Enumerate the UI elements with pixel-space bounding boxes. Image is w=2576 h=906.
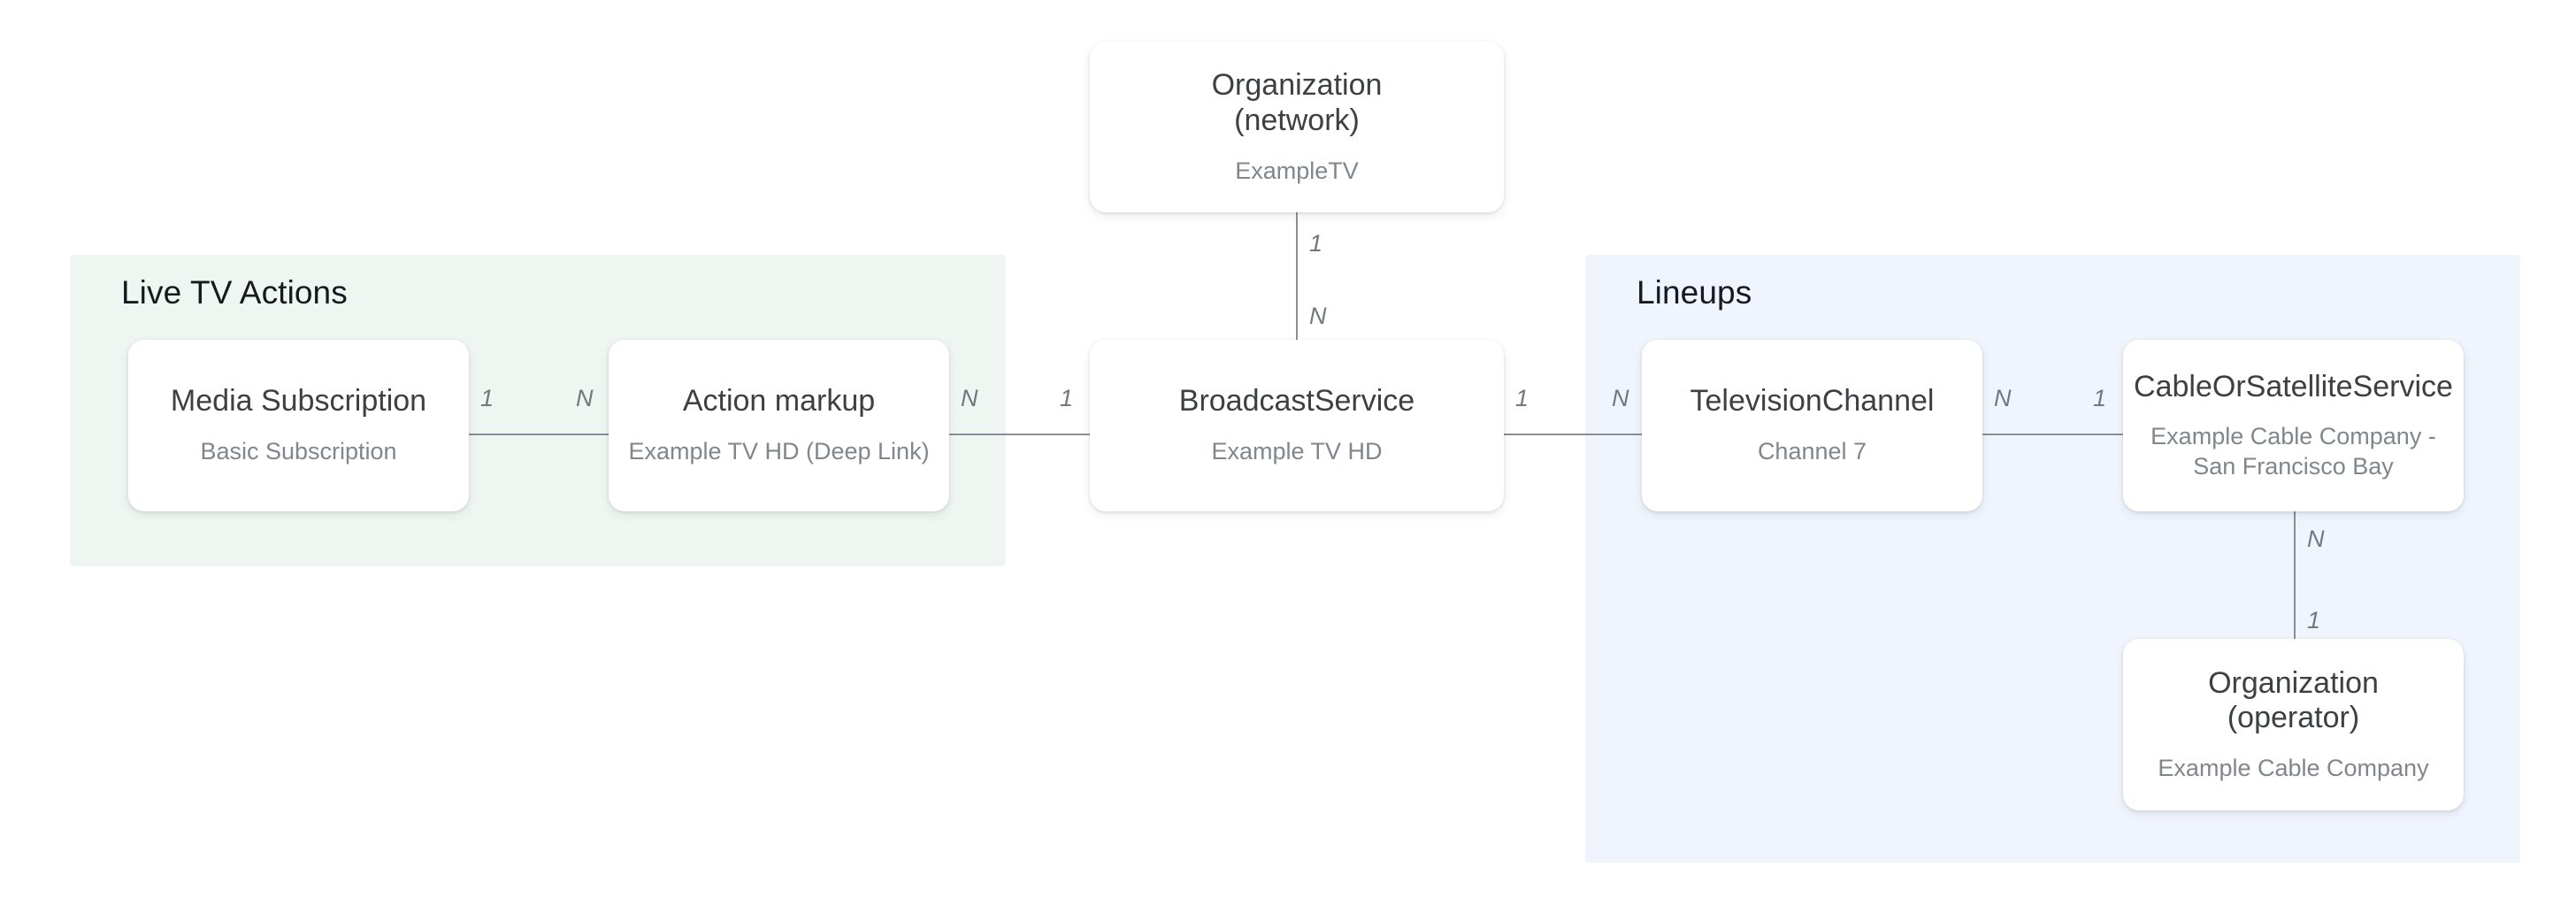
- cardinality-tv-channel-left: N: [1612, 385, 1629, 411]
- cardinality-broadcast-top: N: [1309, 303, 1327, 329]
- cardinality-broadcast-right: 1: [1515, 385, 1530, 411]
- node-broadcast-service-title: BroadcastService: [1178, 384, 1415, 418]
- panel-live-tv-actions-title: Live TV Actions: [121, 274, 348, 311]
- cardinality-org-network-bottom: 1: [1309, 230, 1323, 257]
- cardinality-tv-channel-right: N: [1994, 385, 2012, 411]
- node-broadcast-service[interactable]: BroadcastService Example TV HD: [1090, 340, 1504, 511]
- node-media-subscription-title: Media Subscription: [170, 384, 427, 418]
- cardinality-action-markup-right: N: [961, 385, 978, 411]
- edge-tv-channel-to-cable-sat: [1982, 434, 2123, 435]
- node-action-markup-subtitle: Example TV HD (Deep Link): [628, 438, 930, 465]
- cardinality-media-sub-right: 1: [480, 385, 494, 411]
- node-television-channel[interactable]: TelevisionChannel Channel 7: [1642, 340, 1982, 511]
- edge-broadcast-to-tv-channel: [1504, 434, 1642, 435]
- node-organization-network-title: Organization (network): [1211, 68, 1383, 137]
- edge-action-markup-to-broadcast: [949, 434, 1090, 435]
- node-cable-or-satellite-service-title: CableOrSatelliteService: [2134, 369, 2453, 403]
- node-television-channel-title: TelevisionChannel: [1690, 384, 1935, 418]
- node-organization-operator-subtitle: Example Cable Company: [2158, 755, 2429, 782]
- node-broadcast-service-subtitle: Example TV HD: [1211, 438, 1383, 465]
- node-media-subscription-subtitle: Basic Subscription: [200, 438, 397, 465]
- cardinality-org-operator-top: 1: [2307, 607, 2321, 633]
- node-television-channel-subtitle: Channel 7: [1757, 438, 1867, 465]
- node-cable-or-satellite-service-subtitle: Example Cable Company - San Francisco Ba…: [2150, 423, 2436, 480]
- cardinality-broadcast-left: 1: [1060, 385, 1074, 411]
- node-media-subscription[interactable]: Media Subscription Basic Subscription: [128, 340, 469, 511]
- node-organization-operator[interactable]: Organization (operator) Example Cable Co…: [2123, 639, 2464, 810]
- cardinality-action-markup-left: N: [576, 385, 594, 411]
- node-organization-operator-title: Organization (operator): [2208, 665, 2379, 735]
- panel-lineups-title: Lineups: [1637, 274, 1752, 311]
- edge-media-sub-to-action-markup: [469, 434, 609, 435]
- cardinality-cable-sat-bottom: N: [2307, 526, 2325, 552]
- node-organization-network[interactable]: Organization (network) ExampleTV: [1090, 42, 1504, 212]
- cardinality-cable-sat-left: 1: [2093, 385, 2107, 411]
- node-organization-network-subtitle: ExampleTV: [1235, 157, 1359, 184]
- edge-org-network-to-broadcast: [1296, 212, 1298, 340]
- node-cable-or-satellite-service[interactable]: CableOrSatelliteService Example Cable Co…: [2123, 340, 2464, 511]
- node-action-markup-title: Action markup: [682, 384, 876, 418]
- edge-cable-sat-to-org-operator: [2294, 511, 2296, 639]
- node-action-markup[interactable]: Action markup Example TV HD (Deep Link): [609, 340, 949, 511]
